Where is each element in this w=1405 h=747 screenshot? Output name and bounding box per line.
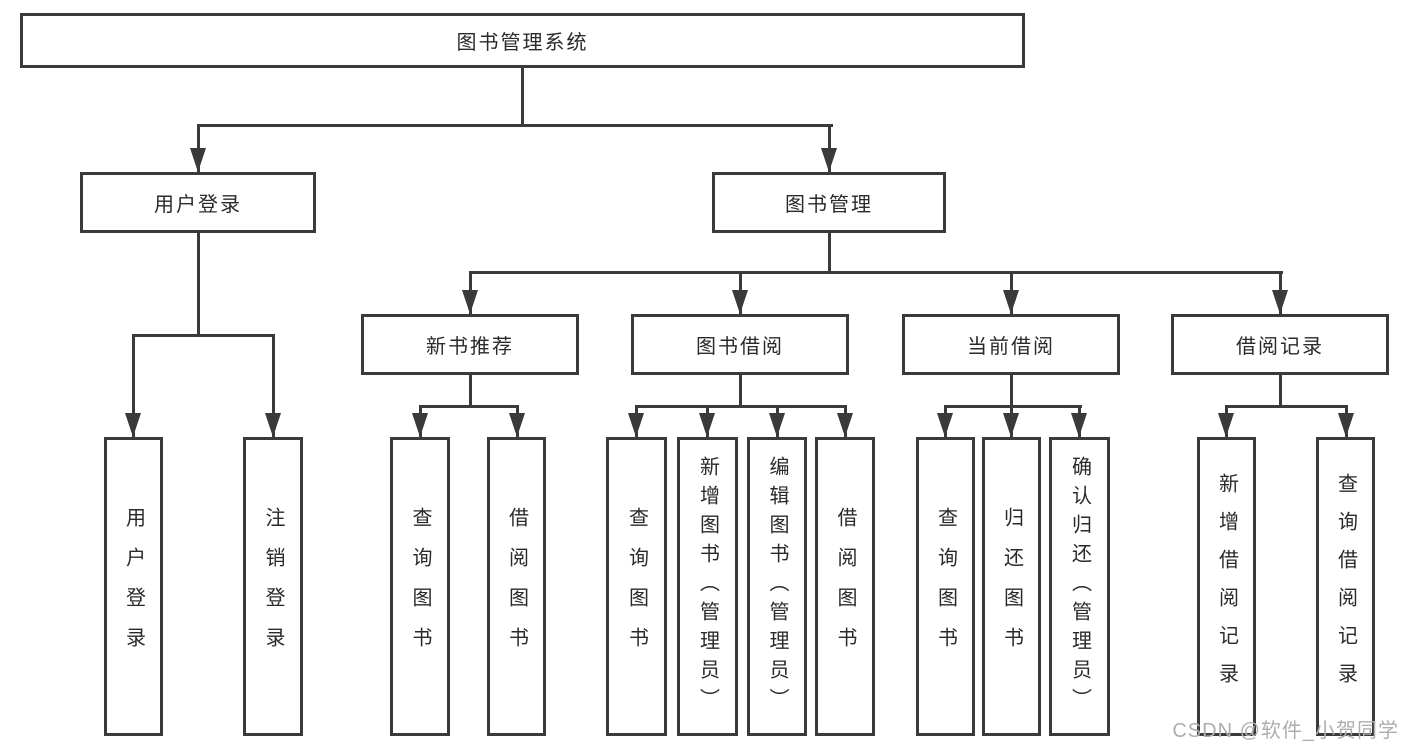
arrowhead-icon — [1071, 413, 1087, 437]
leaf-borrow-books: 借阅图书 — [815, 437, 875, 736]
connector-current-hline — [944, 405, 1082, 408]
connector-root-hline — [197, 124, 833, 127]
connector-userlogin-shaft-2 — [272, 334, 275, 437]
arrowhead-icon — [1003, 290, 1019, 314]
leaf-return-books-label: 归还图书 — [1000, 506, 1023, 667]
connector-bookmgmt-hline — [469, 271, 1283, 274]
connector-recommend-hline — [419, 405, 519, 408]
node-book-management: 图书管理 — [712, 172, 946, 233]
node-new-book-recommend: 新书推荐 — [361, 314, 579, 375]
connector-borrow-hline — [635, 405, 847, 408]
node-user-login-label: 用户登录 — [154, 194, 242, 216]
leaf-logout: 注销登录 — [243, 437, 303, 736]
leaf-add-borrow-record: 新增借阅记录 — [1197, 437, 1256, 736]
leaf-borrow-query-books: 查询图书 — [606, 437, 667, 736]
arrowhead-icon — [699, 413, 715, 437]
arrowhead-icon — [821, 148, 837, 172]
connector-userlogin-shaft-1 — [132, 334, 135, 437]
arrowhead-icon — [628, 413, 644, 437]
connector-current-stem — [1010, 375, 1013, 408]
leaf-query-borrow-record: 查询借阅记录 — [1316, 437, 1375, 736]
connector-userlogin-stem — [197, 233, 200, 337]
leaf-edit-books-admin: 编辑图书（管理员） — [747, 437, 807, 736]
arrowhead-icon — [1003, 413, 1019, 437]
arrowhead-icon — [937, 413, 953, 437]
leaf-edit-books-admin-label: 编辑图书（管理员） — [766, 456, 788, 717]
connector-root-stem — [521, 68, 524, 124]
arrowhead-icon — [732, 290, 748, 314]
node-root: 图书管理系统 — [20, 13, 1025, 68]
arrowhead-icon — [1218, 413, 1234, 437]
arrowhead-icon — [837, 413, 853, 437]
arrowhead-icon — [125, 413, 141, 437]
node-borrow-records-label: 借阅记录 — [1236, 336, 1324, 358]
node-root-label: 图书管理系统 — [456, 32, 589, 54]
leaf-query-borrow-record-label: 查询借阅记录 — [1334, 472, 1357, 701]
node-new-book-recommend-label: 新书推荐 — [426, 336, 514, 358]
leaf-add-books-admin-label: 新增图书（管理员） — [696, 456, 719, 717]
leaf-current-query-books: 查询图书 — [916, 437, 975, 736]
leaf-recommend-query-books-label: 查询图书 — [409, 506, 431, 667]
leaf-confirm-return-admin: 确认归还（管理员） — [1049, 437, 1110, 736]
leaf-recommend-borrow-books: 借阅图书 — [487, 437, 546, 736]
arrowhead-icon — [265, 413, 281, 437]
connector-records-hline — [1225, 405, 1347, 408]
leaf-add-borrow-record-label: 新增借阅记录 — [1215, 472, 1238, 701]
node-book-borrow: 图书借阅 — [631, 314, 849, 375]
leaf-recommend-borrow-books-label: 借阅图书 — [505, 506, 528, 667]
leaf-return-books: 归还图书 — [982, 437, 1041, 736]
leaf-logout-label: 注销登录 — [262, 506, 284, 667]
node-book-management-label: 图书管理 — [785, 194, 873, 216]
csdn-watermark: CSDN @软件_小贺同学 — [1172, 720, 1399, 742]
leaf-add-books-admin: 新增图书（管理员） — [677, 437, 738, 736]
node-borrow-records: 借阅记录 — [1171, 314, 1389, 375]
arrowhead-icon — [1272, 290, 1288, 314]
arrowhead-icon — [412, 413, 428, 437]
arrowhead-icon — [462, 290, 478, 314]
leaf-borrow-query-books-label: 查询图书 — [625, 506, 648, 667]
node-current-borrow-label: 当前借阅 — [967, 336, 1055, 358]
leaf-borrow-books-label: 借阅图书 — [834, 506, 856, 667]
leaf-recommend-query-books: 查询图书 — [390, 437, 450, 736]
arrowhead-icon — [769, 413, 785, 437]
connector-borrow-stem — [739, 375, 742, 408]
arrowhead-icon — [509, 413, 525, 437]
arrowhead-icon — [190, 148, 206, 172]
leaf-current-query-books-label: 查询图书 — [934, 506, 957, 667]
leaf-user-login: 用户登录 — [104, 437, 163, 736]
leaf-confirm-return-admin-label: 确认归还（管理员） — [1068, 456, 1091, 717]
node-current-borrow: 当前借阅 — [902, 314, 1120, 375]
leaf-user-login-label: 用户登录 — [122, 506, 145, 667]
connector-records-stem — [1279, 375, 1282, 408]
connector-recommend-stem — [469, 375, 472, 408]
connector-bookmgmt-stem — [828, 233, 831, 274]
connector-userlogin-hline — [132, 334, 275, 337]
node-user-login: 用户登录 — [80, 172, 316, 233]
arrowhead-icon — [1338, 413, 1354, 437]
node-book-borrow-label: 图书借阅 — [696, 336, 784, 358]
